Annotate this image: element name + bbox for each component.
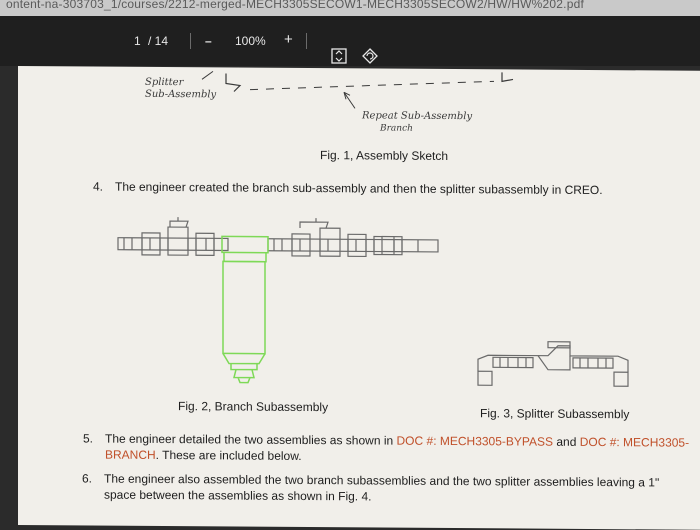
toolbar-divider (306, 33, 307, 49)
doc-branch-link[interactable]: DOC #: MECH3305- (579, 434, 690, 450)
pdf-toolbar: 1 / 14 – 100% + (0, 16, 700, 66)
browser-url-bar[interactable]: ontent-na-303703_1/courses/2212-merged-M… (0, 0, 700, 16)
item-5-text: The engineer detailed the two assemblies… (105, 431, 690, 467)
item-5-text-mid: and (553, 434, 580, 449)
toolbar-divider (190, 33, 191, 49)
doc-branch-link-cont[interactable]: BRANCH (105, 447, 156, 462)
item-6-line-2: space between the assemblies as shown in… (104, 487, 372, 504)
item-6-number: 6. (82, 471, 93, 486)
zoom-level[interactable]: 100% (235, 34, 266, 48)
item-5-text-end: . These are included below. (155, 447, 302, 463)
rotate-icon[interactable] (361, 47, 379, 65)
fit-page-icon[interactable] (331, 48, 347, 64)
fig2-caption: Fig. 2, Branch Subassembly (178, 399, 329, 415)
zoom-out-button[interactable]: – (205, 34, 212, 48)
total-pages: / 14 (148, 34, 169, 48)
item-6-line-1: The engineer also assembled the two bran… (104, 471, 660, 490)
assembly-sketch-lines (201, 70, 514, 109)
fig3-caption: Fig. 3, Splitter Subassembly (480, 406, 630, 422)
branch-subassembly-drawing (117, 217, 439, 384)
url-text: ontent-na-303703_1/courses/2212-merged-M… (6, 0, 584, 11)
doc-bypass-link[interactable]: DOC #: MECH3305-BYPASS (396, 433, 554, 449)
pdf-page: Splitter Sub-Assembly Repeat Sub-Assembl… (18, 66, 700, 530)
item-6-text: The engineer also assembled the two bran… (104, 471, 694, 507)
zoom-in-button[interactable]: + (284, 31, 293, 48)
current-page-input[interactable]: 1 (134, 34, 141, 48)
item-5-number: 5. (83, 431, 94, 446)
item-5-text-start: The engineer detailed the two assemblies… (105, 431, 397, 448)
splitter-subassembly-drawing (477, 341, 629, 387)
